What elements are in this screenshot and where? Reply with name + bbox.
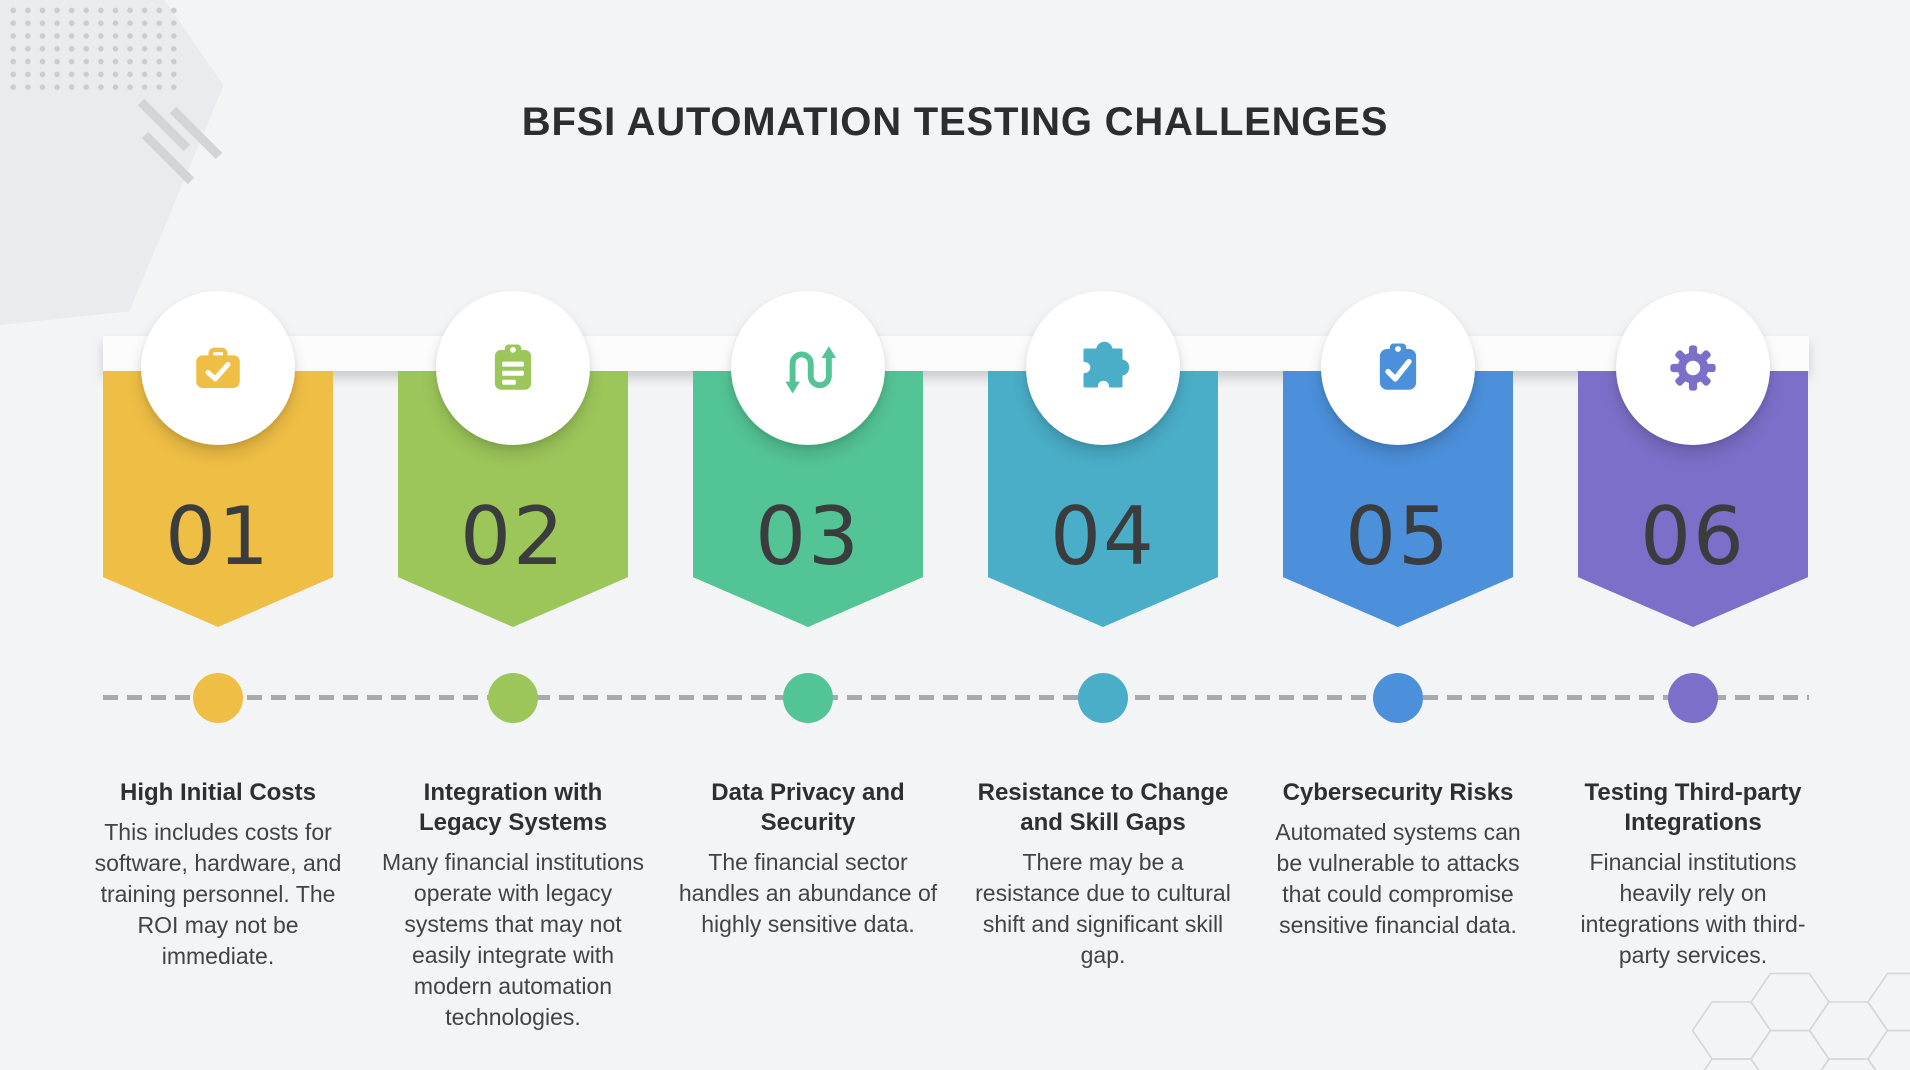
ribbon-banner: 02 — [398, 371, 628, 627]
step-number: 04 — [1050, 490, 1156, 583]
item-description: The financial sector handles an abundanc… — [678, 849, 938, 937]
step-number: 01 — [165, 490, 271, 583]
challenge-item-2: 02 Integration with Legacy Systems Many … — [381, 0, 645, 1070]
timeline-dot — [1078, 673, 1128, 723]
clipboard-check-icon — [1379, 343, 1417, 390]
item-title: Integration with Legacy Systems — [418, 779, 608, 836]
icon-badge — [1616, 291, 1770, 445]
timeline-dot — [783, 673, 833, 723]
timeline-dot — [488, 673, 538, 723]
item-title: Data Privacy and Security — [711, 779, 905, 836]
challenge-item-3: 03 Data Privacy and Security The financi… — [676, 0, 940, 1070]
step-number: 05 — [1345, 490, 1451, 583]
item-description: There may be a resistance due to cultura… — [975, 849, 1231, 968]
ribbon-banner: 03 — [693, 371, 923, 627]
challenge-item-5: 05 Cybersecurity Risks Automated systems… — [1266, 0, 1530, 1070]
timeline-dot — [1668, 673, 1718, 723]
icon-badge — [1321, 291, 1475, 445]
icon-badge — [731, 291, 885, 445]
briefcase-check-icon — [196, 347, 240, 388]
item-description: This includes costs for software, hardwa… — [94, 819, 342, 969]
gear-icon — [1670, 345, 1716, 391]
clipboard-list-icon — [494, 344, 532, 390]
step-number: 02 — [460, 490, 566, 583]
page-title: BFSI AUTOMATION TESTING CHALLENGES — [521, 100, 1389, 144]
item-title: Resistance to Change and Skill Gaps — [977, 779, 1229, 836]
item-title: Cybersecurity Risks — [1282, 779, 1514, 806]
step-number: 03 — [755, 490, 861, 583]
header-band — [103, 336, 1809, 371]
timeline-dot — [1373, 673, 1423, 723]
challenge-item-1: 01 High Initial Costs This includes cost… — [86, 0, 350, 1070]
step-number: 06 — [1640, 490, 1746, 583]
challenge-item-6: 06 Testing Third-party Integrations Fina… — [1561, 0, 1825, 1070]
item-description: Financial institutions heavily rely on i… — [1580, 849, 1806, 968]
timeline-dashed-line — [103, 695, 1809, 700]
item-title: High Initial Costs — [119, 779, 316, 806]
icon-badge — [141, 291, 295, 445]
icon-badge — [436, 291, 590, 445]
item-description: Automated systems can be vulnerable to a… — [1275, 819, 1521, 938]
icon-badge — [1026, 291, 1180, 445]
item-title: Testing Third-party Integrations — [1584, 779, 1802, 836]
timeline-dot — [193, 673, 243, 723]
item-description: Many financial institutions operate with… — [381, 849, 645, 1030]
transfer-arrows-icon — [785, 346, 837, 394]
challenge-item-4: 04 Resistance to Change and Skill Gaps T… — [971, 0, 1235, 1070]
puzzle-icon — [1083, 341, 1130, 388]
